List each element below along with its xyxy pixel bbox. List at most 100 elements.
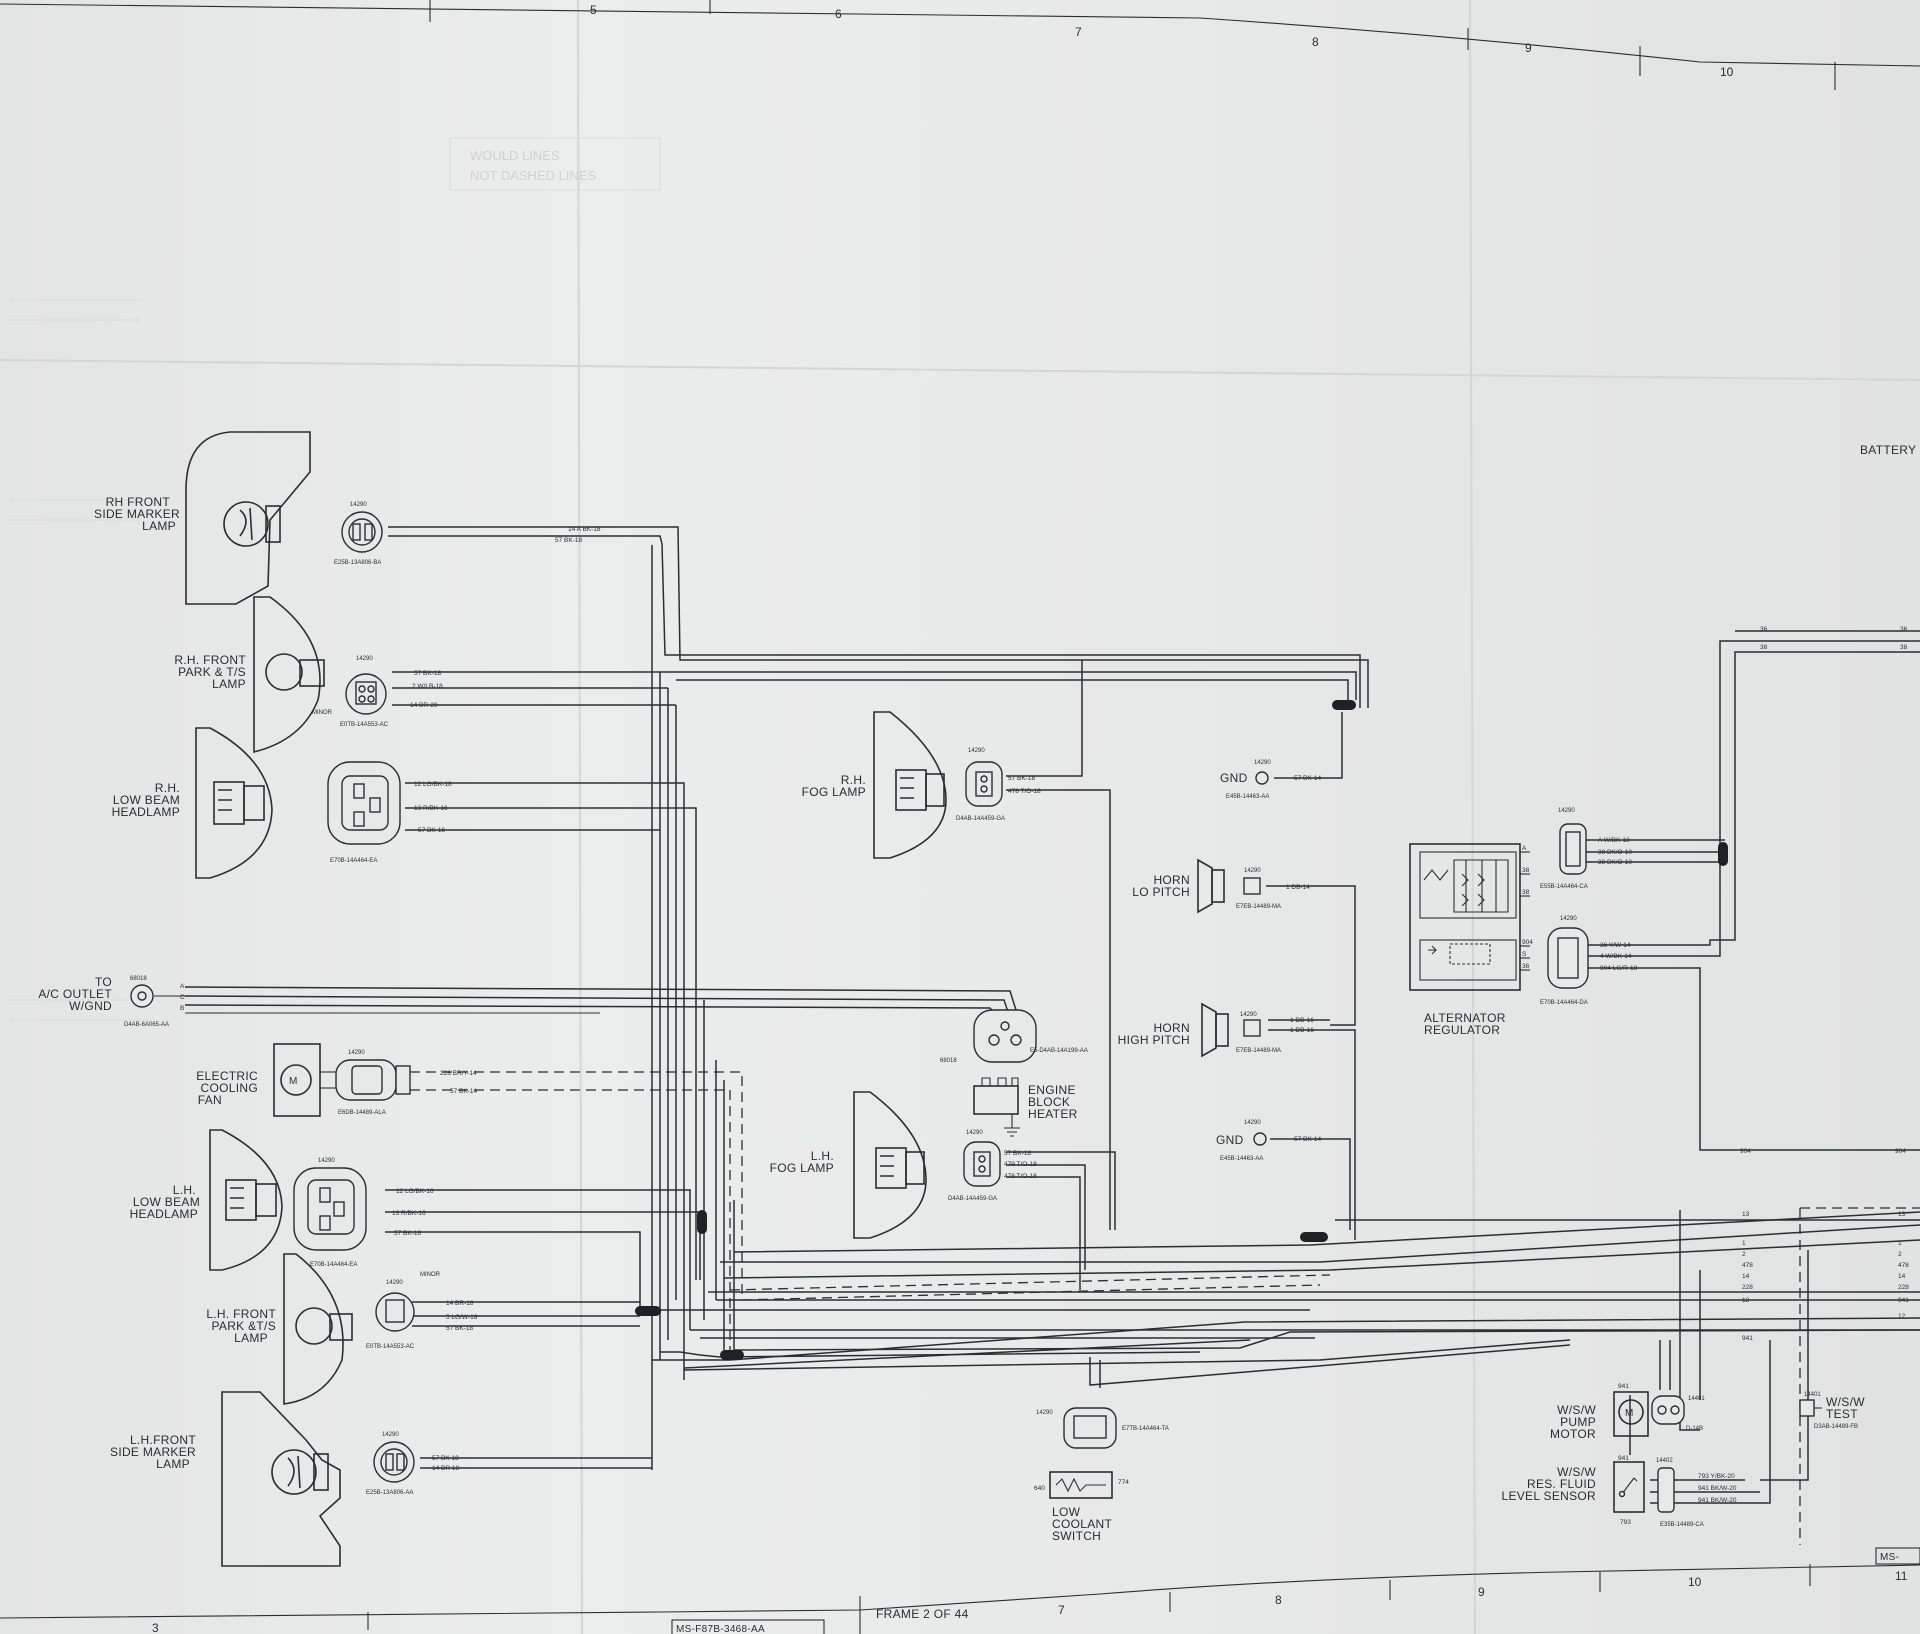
- grid-bottom-7: 7: [1058, 1603, 1065, 1617]
- fan-motor-symbol-text: M: [289, 1076, 298, 1087]
- bus-2: 2: [1742, 1251, 1746, 1258]
- pump-941: 941: [1618, 1383, 1629, 1390]
- horn-lo-conn-num: 14290: [1244, 868, 1261, 874]
- rh-park-conn-num: 14290: [356, 656, 373, 662]
- horn-high-conn-num: 14290: [1240, 1012, 1257, 1018]
- bus-14: 14: [1742, 1273, 1750, 1280]
- alt-pin-a: A: [1522, 845, 1527, 852]
- rh-low-beam-label-2: LOW BEAM: [113, 793, 180, 807]
- res-conn-num: 14402: [1656, 1458, 1673, 1464]
- lh-headlamp-conn-pn: E70B-14A464-EA: [310, 1262, 357, 1268]
- res-label-3: LEVEL SENSOR: [1501, 1489, 1596, 1503]
- bus-38-top-r: 38: [1900, 644, 1908, 651]
- lh-side-marker-conn-pn: E25B-13A806-AA: [366, 1490, 413, 1496]
- rh-side-marker-label-1: RH FRONT: [106, 495, 171, 509]
- lh-park-label-2: PARK &T/S: [212, 1319, 277, 1333]
- bus-2-r: 2: [1898, 1251, 1902, 1258]
- pump-label-2: PUMP: [1560, 1415, 1596, 1429]
- ac-pin-b: B: [180, 1005, 184, 1012]
- low-coolant-switch: 14290 E7TB-14A464-TA 640 774 LOW COOLANT…: [1034, 1407, 1169, 1543]
- bottom-grid-border: 3 7 8 9 10 11 MS-F87B-3468-AA FRAME 2 OF…: [0, 1547, 1920, 1634]
- coolant-conn-num: 14290: [1036, 1410, 1053, 1416]
- fan-label-2: COOLING: [201, 1081, 258, 1095]
- grid-bottom-8: 8: [1275, 1593, 1282, 1607]
- alt-pin-36: 36: [1522, 963, 1530, 970]
- lh-park-label-1: L.H. FRONT: [206, 1307, 276, 1321]
- pump-conn-num: 14401: [1688, 1396, 1705, 1402]
- wire-57-lhpark: 57 BK-18: [446, 1325, 473, 1332]
- ground-top: GND 14290 E45B-14463-AA 57 BK-14: [1220, 760, 1321, 800]
- res-941: 941: [1618, 1455, 1629, 1462]
- alt-pin-s: S: [1522, 951, 1527, 958]
- ghost-stamp: WOULD LINES NOT DASHED LINES: [10, 137, 661, 1021]
- rh-fog-conn-num: 14290: [968, 748, 985, 754]
- bus-478: 478: [1742, 1262, 1753, 1269]
- bus-904-r2: 904: [1895, 1148, 1906, 1155]
- coolant-774: 774: [1118, 1479, 1129, 1486]
- ac-outlet-conn-num: 68018: [130, 976, 147, 982]
- lh-park-conn-num: 14290: [386, 1280, 403, 1286]
- bus-36-top-r: 36: [1900, 626, 1908, 633]
- alt-conn-a-num: 14290: [1558, 808, 1575, 814]
- grid-bottom-11: 11: [1895, 1569, 1908, 1583]
- wsw-pump-motor: M 941 W/S/W PUMP MOTOR 14401 D-14B: [1550, 1383, 1705, 1441]
- lh-headlamp-conn-num: 14290: [318, 1158, 335, 1164]
- fan-conn-num: 14290: [348, 1050, 365, 1056]
- alt-label-1: ALTERNATOR: [1424, 1011, 1506, 1025]
- alt-pin-904: 904: [1522, 939, 1533, 946]
- bus-941-r: 941: [1898, 1297, 1909, 1304]
- lh-fog-conn-pn: D4AB-14A459-GA: [948, 1196, 997, 1202]
- wire-14-lhside: 14 BR 18: [432, 1465, 459, 1472]
- right-harness-labels: 13 1 2 478 14 228 12 941 13 1 2 478 14 2…: [1742, 1211, 1909, 1342]
- wire-1-high-a: 1 DB-16: [1290, 1017, 1314, 1024]
- heater-label-1: ENGINE: [1028, 1083, 1076, 1097]
- gnd-top-conn-pn: E45B-14463-AA: [1226, 794, 1269, 800]
- wire-57-gnd-bottom: 57 BK-14: [1294, 1136, 1321, 1143]
- splices: [635, 700, 1728, 1360]
- rh-side-marker-lamp: RH FRONT SIDE MARKER LAMP 14290 E25B-13A…: [94, 431, 601, 605]
- wire-a-wbk: A W/BK-18: [1598, 837, 1630, 844]
- alternator-regulator: A 38 38 904 S 36 ALTERNATOR REGULATOR 14…: [1409, 626, 1920, 1155]
- wire-57-lhside: 57 BK 18: [432, 1455, 459, 1462]
- res-label-1: W/S/W: [1557, 1465, 1596, 1479]
- wire-14a: 14 A BK-18: [568, 526, 601, 533]
- coolant-conn-pn: E7TB-14A464-TA: [1122, 1426, 1169, 1432]
- grid-bottom-3: 3: [152, 1621, 159, 1634]
- wire-4-wbk: 4 W/BK-14: [1600, 953, 1632, 960]
- wiring: [184, 526, 1920, 1545]
- horn-lo-conn-pn: E7EB-14489-MA: [1236, 904, 1281, 910]
- alt-pin-38b: 38: [1522, 889, 1530, 896]
- rh-park-label-3: LAMP: [212, 677, 246, 691]
- wire-793: 793 Y/BK-20: [1698, 1473, 1735, 1480]
- bus-228-r: 228: [1898, 1284, 1909, 1291]
- wsw-test-connector: 14401 W/S/W TEST D3AB-14489-FB: [1799, 1392, 1865, 1430]
- wire-36-yw: 36 Y/W-14: [1600, 942, 1631, 949]
- bus-14-r: 14: [1898, 1273, 1906, 1280]
- wire-57-rhhead: 57 BK-16: [418, 827, 445, 834]
- coolant-label-2: COOLANT: [1052, 1517, 1112, 1531]
- heater-label-2: BLOCK: [1028, 1095, 1070, 1109]
- bus-1: 1: [1742, 1240, 1746, 1247]
- grid-top-10: 10: [1720, 65, 1734, 79]
- wire-57-rhfog: 57 BK-18: [1008, 775, 1035, 782]
- horn-lo-pitch: HORN LO PITCH 14290 E7EB-14489-MA 1 DB-1…: [1132, 858, 1310, 914]
- grid-top-8: 8: [1312, 35, 1319, 49]
- wire-479: 479 T/O-18: [1004, 1161, 1037, 1168]
- wire-1-high-b: 1 DB-16: [1290, 1027, 1314, 1034]
- lh-park-minor: MINOR: [420, 1272, 441, 1278]
- wire-1-lo: 1 DB-14: [1286, 884, 1310, 891]
- drawing-number: MS-F87B-3468-AA: [676, 1624, 765, 1634]
- frame-number: FRAME 2 OF 44: [876, 1607, 969, 1621]
- rh-side-marker-label-3: LAMP: [142, 519, 176, 533]
- rh-fog-conn-pn: D4AB-14A459-GA: [956, 816, 1005, 822]
- wire-941: 941 BK/W-20: [1698, 1485, 1737, 1492]
- rh-side-marker-conn-num: 14290: [350, 502, 367, 508]
- rh-low-beam-label-1: R.H.: [155, 781, 180, 795]
- pump-motor-symbol-text: M: [1625, 1408, 1634, 1419]
- wire-478-lhfog: 478 T/O-18: [1004, 1173, 1037, 1180]
- wire-13-lhhead: 13 R/BK-16: [392, 1210, 426, 1217]
- horn-lo-label-2: LO PITCH: [1132, 885, 1190, 899]
- rh-fog-label-2: FOG LAMP: [802, 785, 866, 799]
